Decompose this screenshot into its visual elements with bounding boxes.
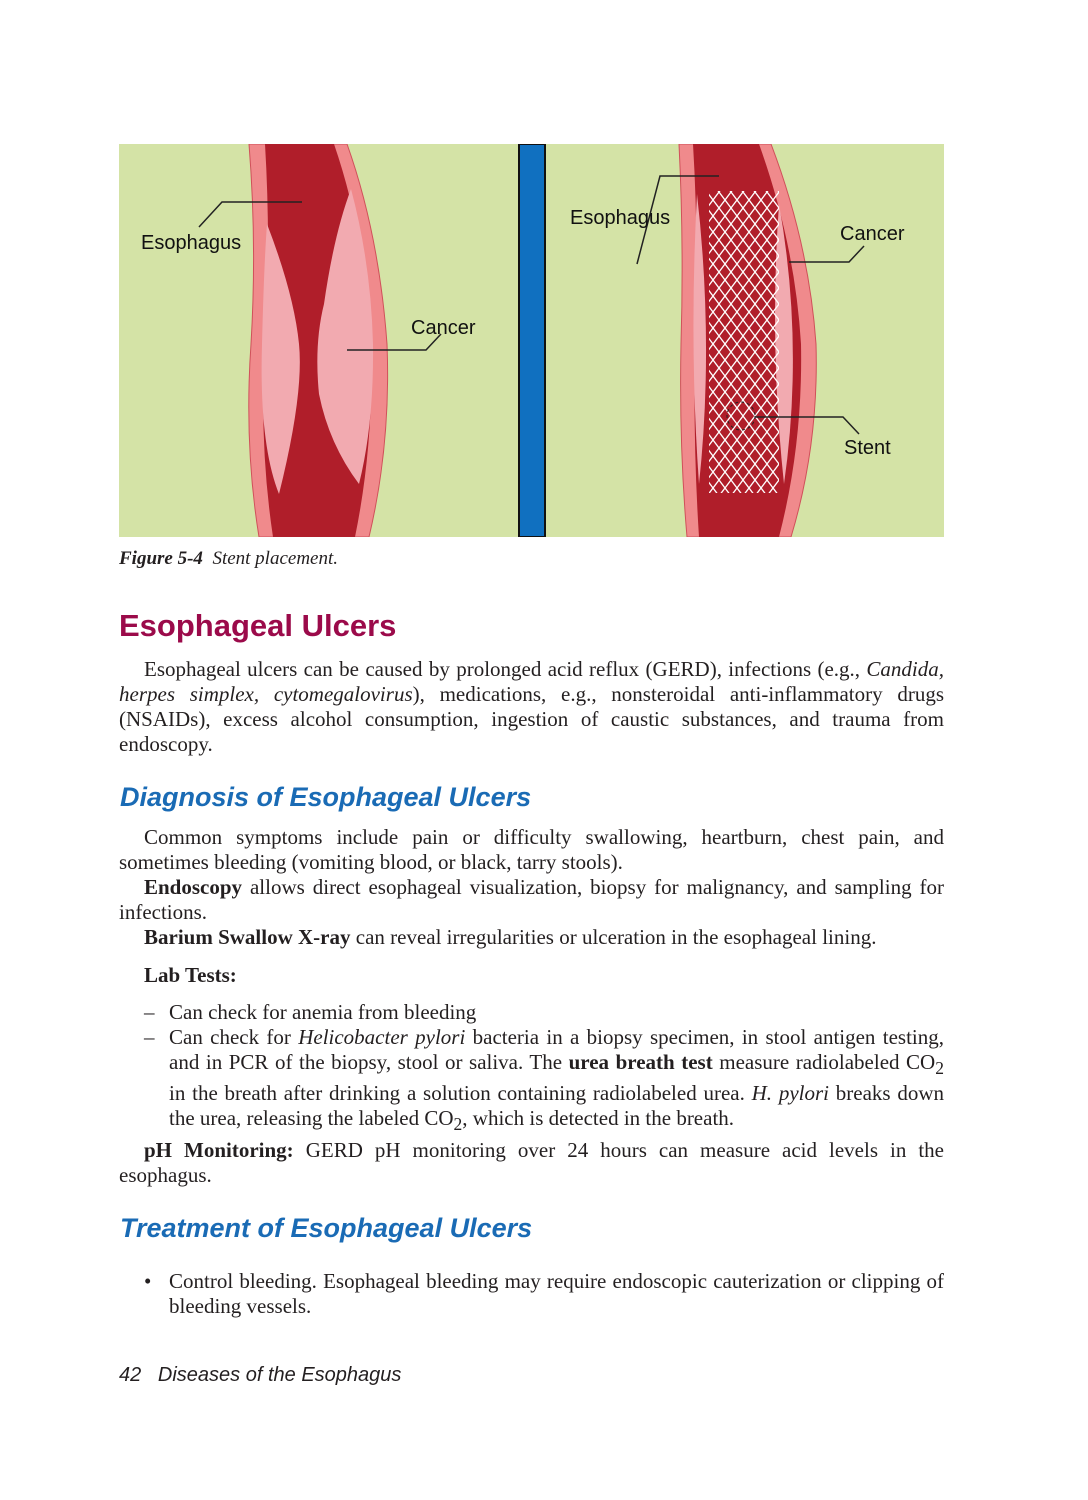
esophagus-before-illustration: [198, 144, 442, 537]
endoscopy-paragraph: Endoscopy allows direct esophageal visua…: [119, 875, 944, 924]
label-cancer-right: Cancer: [840, 223, 905, 245]
label-stent: Stent: [844, 437, 891, 459]
lab-tests-heading: Lab Tests:: [144, 963, 237, 987]
label-esophagus-left: Esophagus: [141, 232, 241, 254]
esophagus-after-illustration: [636, 144, 865, 537]
divider: [518, 144, 546, 537]
page-number: 42: [119, 1364, 142, 1386]
ph-monitoring-paragraph: pH Monitoring: GERD pH monitoring over 2…: [119, 1138, 944, 1187]
section-title: Esophageal Ulcers: [119, 608, 397, 643]
caption-number: Figure 5-4: [119, 548, 203, 569]
label-esophagus-right: Esophagus: [570, 207, 670, 229]
stent-mesh: [709, 191, 779, 493]
treatment-item: •Control bleeding. Esophageal bleeding m…: [144, 1269, 944, 1318]
page-footer: 42 Diseases of the Esophagus: [119, 1364, 401, 1387]
symptoms-paragraph: Common symptoms include pain or difficul…: [119, 825, 944, 874]
tumor-right: [317, 189, 374, 484]
barium-paragraph: Barium Swallow X-ray can reveal irregula…: [144, 925, 877, 949]
caption-text: Stent placement.: [212, 548, 339, 569]
treatment-heading: Treatment of Esophageal Ulcers: [120, 1213, 533, 1243]
lab-item: –Can check for Helicobacter pylori bacte…: [144, 1025, 945, 1135]
tumor-left: [261, 224, 300, 494]
chapter-title: Diseases of the Esophagus: [157, 1364, 402, 1386]
diagnosis-heading: Diagnosis of Esophageal Ulcers: [120, 782, 532, 812]
intro-paragraph: Esophageal ulcers can be caused by prolo…: [119, 657, 945, 756]
lab-item: –Can check for anemia from bleeding: [144, 1000, 477, 1024]
figure-stent-placement: Esophagus Cancer Esophagus Cancer Stent: [119, 144, 944, 537]
label-cancer-left: Cancer: [411, 317, 476, 339]
figure-caption: Figure 5-4 Stent placement.: [119, 548, 338, 570]
